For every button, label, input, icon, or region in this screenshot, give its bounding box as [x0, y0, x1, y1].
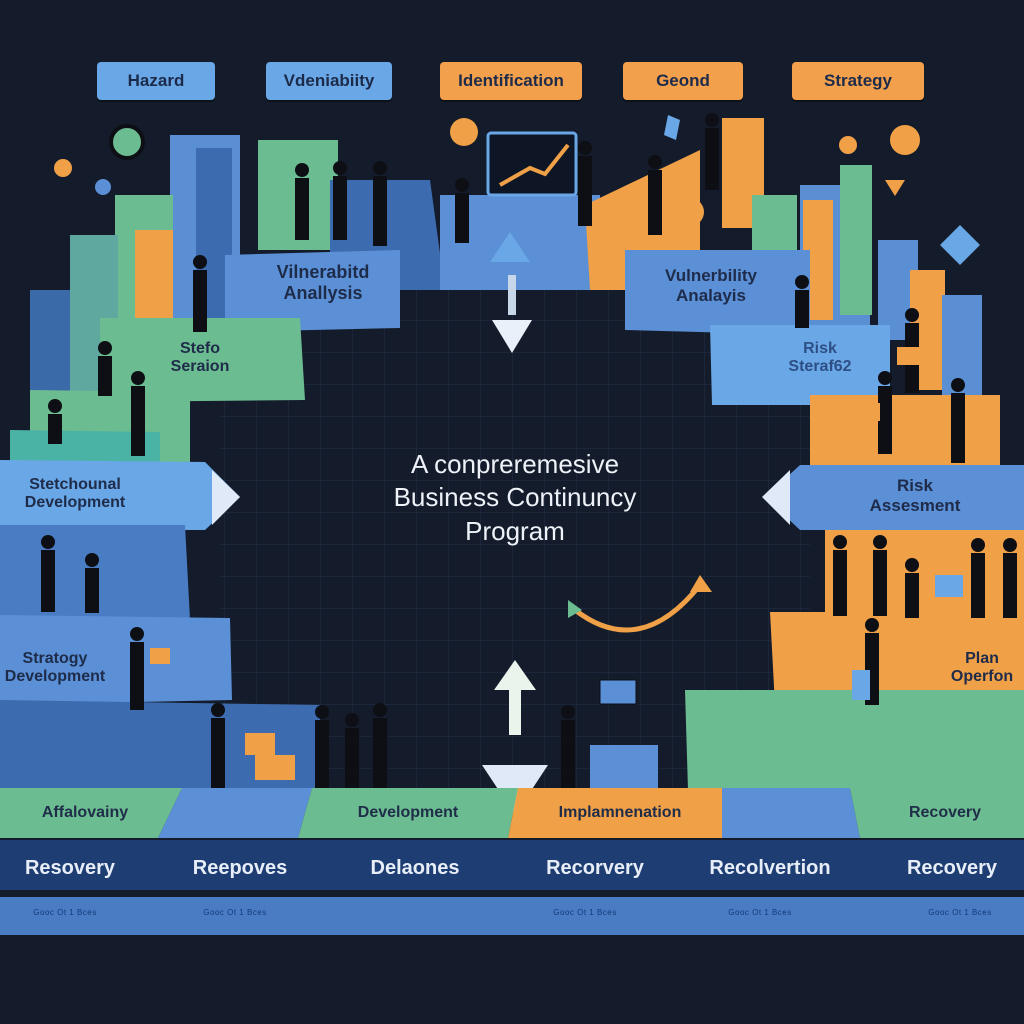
top-tab-strategy: Strategy [792, 62, 924, 100]
bottom-bar [0, 840, 1024, 890]
left-structural-development-label: Stetchounal Development [24, 476, 126, 512]
clock-icon [676, 198, 704, 226]
center-title: A conpreremesive Business Continuncy Pro… [330, 448, 700, 548]
gear-icon [109, 124, 145, 160]
right-risk-top-label: Risk Steraf62 [788, 340, 852, 376]
top-tab-hazard: Hazard [97, 62, 215, 100]
bottom-bar-label-4: Recorvery [546, 856, 644, 879]
footer-strip [0, 897, 1024, 935]
band-label-affalovainy: Affalovainy [41, 804, 129, 821]
bottom-bar-label-3: Delaones [370, 856, 460, 879]
center-title-line3: Program [465, 515, 565, 546]
bottom-bar-label-5: Recolvertion [709, 856, 831, 879]
dot-icon [54, 159, 72, 177]
footer-label-5: Gooc Ot 1 Bces [928, 908, 992, 917]
footer-label-2: Gooc Ot 1 Bces [203, 908, 267, 917]
footer-label-3: Gooc Ot 1 Bces [553, 908, 617, 917]
bottom-bar-label-6: Recovery [906, 856, 998, 879]
badge-icon [885, 180, 905, 196]
left-slabs [0, 250, 400, 790]
up-arrow-icon-bottom [494, 660, 536, 690]
shield-icon [664, 115, 680, 140]
up-arrow-icon [490, 232, 530, 262]
coin-icon [890, 125, 920, 155]
center-title-line1: A conpreremesive [410, 449, 620, 479]
props [150, 347, 963, 790]
footer-label-4: Gooc Ot 1 Bces [728, 908, 792, 917]
diamond-icon [940, 225, 980, 265]
down-arrow-icon [492, 320, 532, 353]
floating-icons [54, 115, 980, 265]
bottom-bar-label-1: Resovery [24, 856, 116, 879]
right-arrow-left-icon [762, 470, 790, 525]
top-tab-identification: Identification [440, 62, 582, 100]
coin-icon-small [839, 136, 857, 154]
left-vulnerability-analysis-label: Vilnerabitd Anallysis [276, 262, 370, 303]
left-arrow-right-icon [212, 470, 240, 525]
center-title-line2: Business Continuncy [393, 482, 637, 513]
left-step-session-label: Stefo Seraion [170, 340, 230, 376]
right-vulnerability-analysis-label: Vulnerbility Analayis [665, 266, 757, 305]
right-risk-assessment-label: Risk Assesment [869, 476, 961, 515]
top-tab-geond: Geond [623, 62, 743, 100]
dot-icon-small [95, 179, 111, 195]
right-plan-operation-label: Plan Operfon [950, 650, 1014, 686]
band-label-implementation: Implamnenation [558, 804, 682, 821]
sun-icon [450, 118, 478, 146]
bottom-bar-label-2: Reepoves [192, 856, 288, 879]
band-label-recovery: Recovery [908, 804, 982, 821]
color-band-row [0, 788, 1024, 838]
people-silhouettes [41, 113, 1017, 802]
band-label-development: Development [357, 804, 459, 821]
left-strategy-development-label: Stratogy Development [4, 650, 106, 686]
footer-label-1: Gooc Ot 1 Bces [33, 908, 97, 917]
top-tab-vulnerability: Vdeniabiity [266, 62, 392, 100]
